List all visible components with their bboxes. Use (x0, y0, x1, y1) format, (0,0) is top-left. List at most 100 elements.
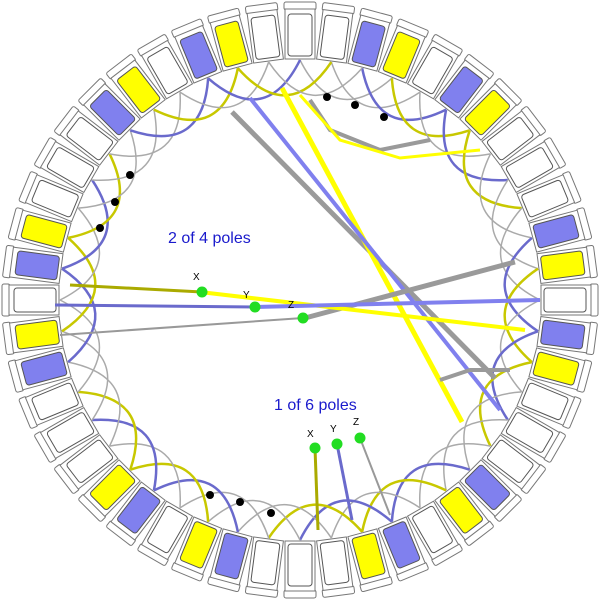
blue-lead (54, 303, 256, 309)
coil-side (31, 382, 79, 421)
slot-white (516, 171, 582, 223)
end-turn-yellow (390, 78, 471, 138)
coil-side (505, 412, 554, 453)
end-turn-yellow (78, 390, 138, 471)
terminal-x-label: X (307, 429, 314, 440)
coil-side (31, 179, 79, 218)
slot-yellow (7, 207, 72, 253)
end-turn-blue (298, 499, 393, 541)
coil-side (13, 287, 57, 313)
end-turn-white (463, 391, 522, 470)
terminal-y-label: Y (243, 290, 250, 301)
slot-white (244, 536, 284, 598)
slot-yellow (536, 244, 598, 284)
slot-white (244, 2, 284, 64)
end-turn-white (59, 299, 101, 393)
end-turn-white (443, 419, 508, 491)
slot-blue (377, 516, 429, 582)
coil-side (214, 532, 249, 580)
coil-side (319, 540, 350, 586)
end-turn-blue (390, 462, 471, 522)
coil-side (46, 412, 95, 453)
end-turn-white (179, 61, 270, 109)
coil-side (505, 147, 554, 188)
gray-wire (439, 368, 510, 382)
crossover-wires (54, 86, 541, 531)
coil-side (147, 505, 188, 554)
junction-dots (96, 93, 388, 517)
end-turn-blue (61, 267, 97, 364)
end-turn-blue (360, 67, 447, 122)
end-turn-yellow (462, 129, 522, 210)
end-turn-white (299, 59, 393, 101)
slot-yellow (78, 459, 141, 522)
coil-side (464, 90, 510, 136)
slot-white (34, 406, 100, 463)
slot-white (481, 106, 546, 166)
coil-side (412, 46, 453, 95)
coil-side (250, 14, 281, 60)
slot-white (137, 500, 194, 566)
junction-dot (236, 498, 244, 506)
coil-side (439, 486, 483, 534)
slot-yellow (434, 481, 494, 546)
junction-dot (267, 509, 275, 517)
end-turn-blue (207, 59, 302, 101)
end-turn-blue (153, 478, 240, 533)
junction-dot (111, 198, 119, 206)
slot-white (18, 377, 84, 429)
end-turn-white (92, 109, 157, 181)
coil-side (382, 31, 421, 79)
terminal-z-label: Z (353, 417, 359, 428)
end-turn-white (419, 92, 491, 157)
coil-side (250, 540, 281, 586)
junction-dot (323, 93, 331, 101)
slot-white (18, 171, 84, 223)
end-turn-white (237, 504, 332, 539)
end-turn-white (109, 92, 181, 157)
slot-white (316, 536, 356, 598)
end-turn-white (68, 361, 121, 447)
slot-yellow (377, 18, 429, 84)
coil-side (90, 464, 136, 510)
slot-blue (106, 481, 166, 546)
slot-yellow (459, 78, 522, 141)
yellow-wire (279, 86, 465, 424)
coil-side (532, 351, 580, 386)
terminal-x (309, 442, 321, 454)
blue-wire (248, 96, 502, 412)
coil-side (117, 486, 161, 534)
slot-blue (78, 78, 141, 141)
end-turn-wires (59, 59, 541, 541)
slot-white (500, 137, 566, 194)
terminal-x-label: X (193, 272, 200, 283)
terminals-group-a: X Y Z 2 of 4 poles (168, 230, 309, 324)
end-turn-white (207, 499, 301, 541)
white-lead (359, 437, 391, 516)
terminal-y-label: Y (330, 424, 337, 435)
terminal-y (331, 438, 343, 450)
end-turn-blue (129, 78, 210, 138)
coil-side (179, 521, 218, 569)
coil-side (486, 117, 534, 161)
slot-blue (434, 54, 494, 119)
end-turn-white (78, 130, 137, 209)
slot-blue (171, 18, 223, 84)
slot-white (406, 500, 463, 566)
end-turn-white (109, 443, 181, 508)
coil-side (117, 66, 161, 114)
slot-yellow (2, 316, 64, 356)
coil-side (521, 179, 569, 218)
coil-side (287, 13, 313, 57)
coil-side (521, 382, 569, 421)
terminal-z (354, 432, 366, 444)
slot-yellow (106, 54, 166, 119)
end-turn-white (330, 61, 421, 109)
coil-side (540, 250, 586, 281)
end-turn-yellow (267, 503, 364, 539)
yellow-lead (313, 447, 320, 531)
slot-yellow (347, 528, 393, 593)
coil-side (90, 90, 136, 136)
gray-wire (230, 110, 497, 380)
